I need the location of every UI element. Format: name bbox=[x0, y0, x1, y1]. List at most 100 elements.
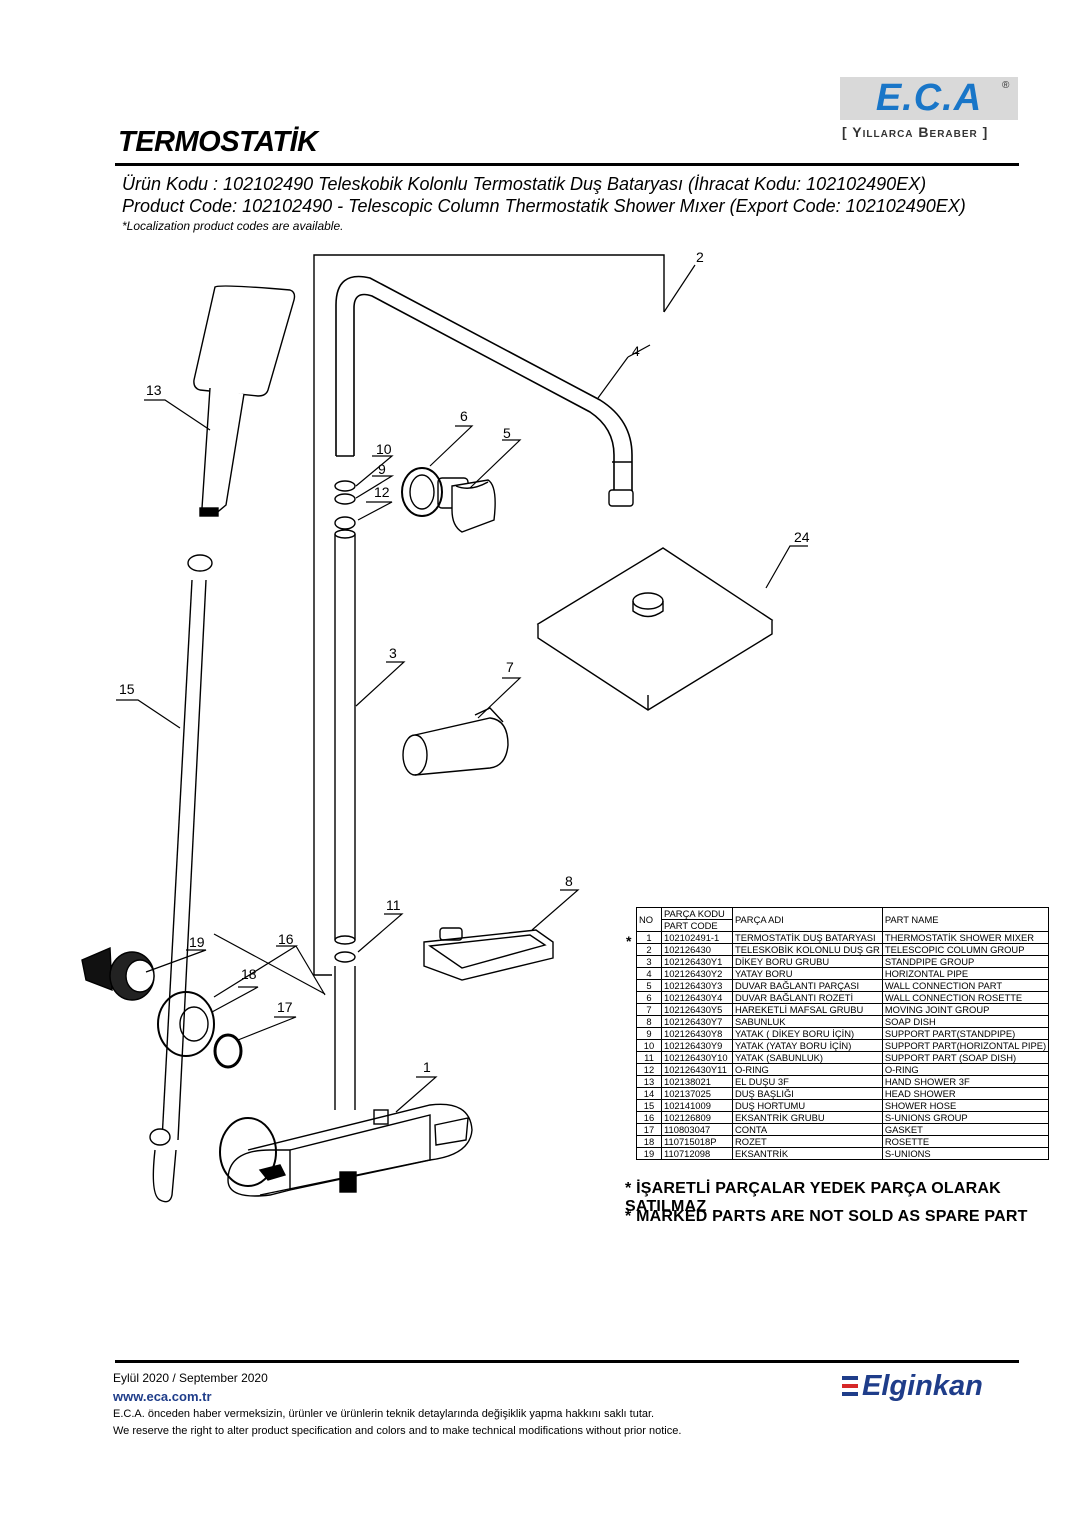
callout-15: 15 bbox=[119, 681, 135, 697]
cell-tr: DUŞ HORTUMU bbox=[732, 1099, 883, 1112]
cell-tr: TELESKOBİK KOLONLU DUŞ GR bbox=[732, 943, 883, 956]
cell-tr: EKSANTRİK bbox=[732, 1147, 883, 1160]
exploded-parts-drawing bbox=[81, 254, 808, 1203]
hand-shower-part bbox=[193, 285, 296, 517]
cell-no: 14 bbox=[636, 1087, 662, 1100]
cell-no: 1 bbox=[636, 931, 662, 944]
product-code-tr: Ürün Kodu : 102102490 Teleskobik Kolonlu… bbox=[122, 174, 927, 194]
head-shower-part bbox=[536, 547, 774, 711]
cell-en: SUPPORT PART(HORIZONTAL PIPE) bbox=[881, 1039, 1050, 1052]
cell-tr: YATAK (YATAY BORU İÇİN) bbox=[732, 1039, 883, 1052]
cell-no: 17 bbox=[636, 1123, 662, 1136]
distributor-logo: Elginkan bbox=[862, 1370, 983, 1402]
footer-divider bbox=[115, 1360, 1019, 1363]
cell-code: 102126430Y2 bbox=[661, 967, 733, 980]
table-header-row: PART CODE bbox=[637, 919, 1049, 932]
disclaimer-en: We reserve the right to alter product sp… bbox=[113, 1425, 682, 1437]
notice-en: * MARKED PARTS ARE NOT SOLD AS SPARE PAR… bbox=[625, 1208, 1028, 1225]
callout-19: 19 bbox=[189, 934, 205, 950]
cell-no: 8 bbox=[636, 1015, 662, 1028]
soap-dish-part bbox=[423, 927, 554, 981]
col-header-code-en: PART CODE bbox=[661, 919, 733, 932]
callout-3: 3 bbox=[389, 645, 397, 661]
cell-en: GASKET bbox=[881, 1123, 1050, 1136]
cell-code: 110712098 bbox=[661, 1147, 733, 1160]
cell-en: STANDPIPE GROUP bbox=[881, 955, 1050, 968]
callout-10: 10 bbox=[376, 441, 392, 457]
cell-en: WALL CONNECTION PART bbox=[881, 979, 1050, 992]
cell-code: 102126430Y7 bbox=[661, 1015, 733, 1028]
gasket-part bbox=[213, 1033, 243, 1069]
cell-tr: EL DUŞU 3F bbox=[732, 1075, 883, 1088]
cell-tr: CONTA bbox=[732, 1123, 883, 1136]
callout-11: 11 bbox=[386, 897, 401, 913]
callout-9: 9 bbox=[378, 461, 386, 477]
cell-no: 16 bbox=[636, 1111, 662, 1124]
cell-code: 102138021 bbox=[661, 1075, 733, 1088]
cell-code: 102126430 bbox=[661, 943, 733, 956]
rosette-part bbox=[157, 991, 215, 1057]
cell-code: 102126809 bbox=[661, 1111, 733, 1124]
thermostatic-mixer-part bbox=[219, 1103, 473, 1197]
disclaimer-tr: E.C.A. önceden haber vermeksizin, ürünle… bbox=[113, 1408, 655, 1420]
cell-tr: O-RING bbox=[732, 1063, 883, 1076]
callout-2: 2 bbox=[696, 249, 704, 265]
col-header-name-tr: PARÇA ADI bbox=[732, 907, 883, 932]
cell-no: 10 bbox=[636, 1039, 662, 1052]
cell-code: 102102491-1 bbox=[661, 931, 733, 944]
support-part-ring bbox=[334, 493, 356, 505]
elginkan-logo-icon bbox=[842, 1376, 858, 1396]
cell-en: SUPPORT PART (SOAP DISH) bbox=[881, 1051, 1050, 1064]
cell-no: 15 bbox=[636, 1099, 662, 1112]
cell-en: O-RING bbox=[881, 1063, 1050, 1076]
moving-joint-part bbox=[402, 707, 509, 776]
cell-code: 102126430Y3 bbox=[661, 979, 733, 992]
cell-no: 2 bbox=[636, 943, 662, 956]
cell-en: HAND SHOWER 3F bbox=[881, 1075, 1050, 1088]
website-link[interactable]: www.eca.com.tr bbox=[113, 1389, 212, 1404]
col-header-name-en: PART NAME bbox=[881, 907, 1050, 932]
table-header-row: NO PARÇA KODU PARÇA ADI PART NAME bbox=[636, 907, 1050, 932]
standpipe-part bbox=[334, 529, 356, 1110]
cell-tr: DİKEY BORU GRUBU bbox=[732, 955, 883, 968]
o-ring bbox=[334, 516, 356, 530]
cell-code: 102126430Y8 bbox=[661, 1027, 733, 1040]
cell-no: 11 bbox=[636, 1051, 662, 1064]
cell-tr: EKSANTRİK GRUBU bbox=[732, 1111, 883, 1124]
eca-logo: E.C.A bbox=[875, 77, 983, 119]
col-header-no: NO bbox=[636, 907, 662, 932]
callout-4: 4 bbox=[632, 343, 640, 359]
s-union-part bbox=[81, 946, 155, 1001]
cell-tr: SABUNLUK bbox=[732, 1015, 883, 1028]
callout-7: 7 bbox=[506, 659, 514, 675]
callout-18: 18 bbox=[241, 966, 257, 982]
cell-tr: DUVAR BAĞLANTI ROZETİ bbox=[732, 991, 883, 1004]
cell-code: 102126430Y11 bbox=[661, 1063, 733, 1076]
cell-tr: HAREKETLİ MAFSAL GRUBU bbox=[732, 1003, 883, 1016]
group-bracket-line bbox=[313, 254, 665, 975]
cell-code: 102126430Y1 bbox=[661, 955, 733, 968]
cell-en: TELESCOPIC COLUMN GROUP bbox=[881, 943, 1050, 956]
cell-code: 102126430Y9 bbox=[661, 1039, 733, 1052]
col-header-code-tr: PARÇA KODU bbox=[661, 907, 733, 920]
cell-no: 3 bbox=[636, 955, 662, 968]
notice-tr: * İŞARETLİ PARÇALAR YEDEK PARÇA OLARAK S… bbox=[625, 1180, 1001, 1215]
cell-no: 4 bbox=[636, 967, 662, 980]
page-title: TERMOSTATİK bbox=[118, 126, 318, 158]
cell-no: 7 bbox=[636, 1003, 662, 1016]
cell-no: 18 bbox=[636, 1135, 662, 1148]
cell-en: WALL CONNECTION ROSETTE bbox=[881, 991, 1050, 1004]
